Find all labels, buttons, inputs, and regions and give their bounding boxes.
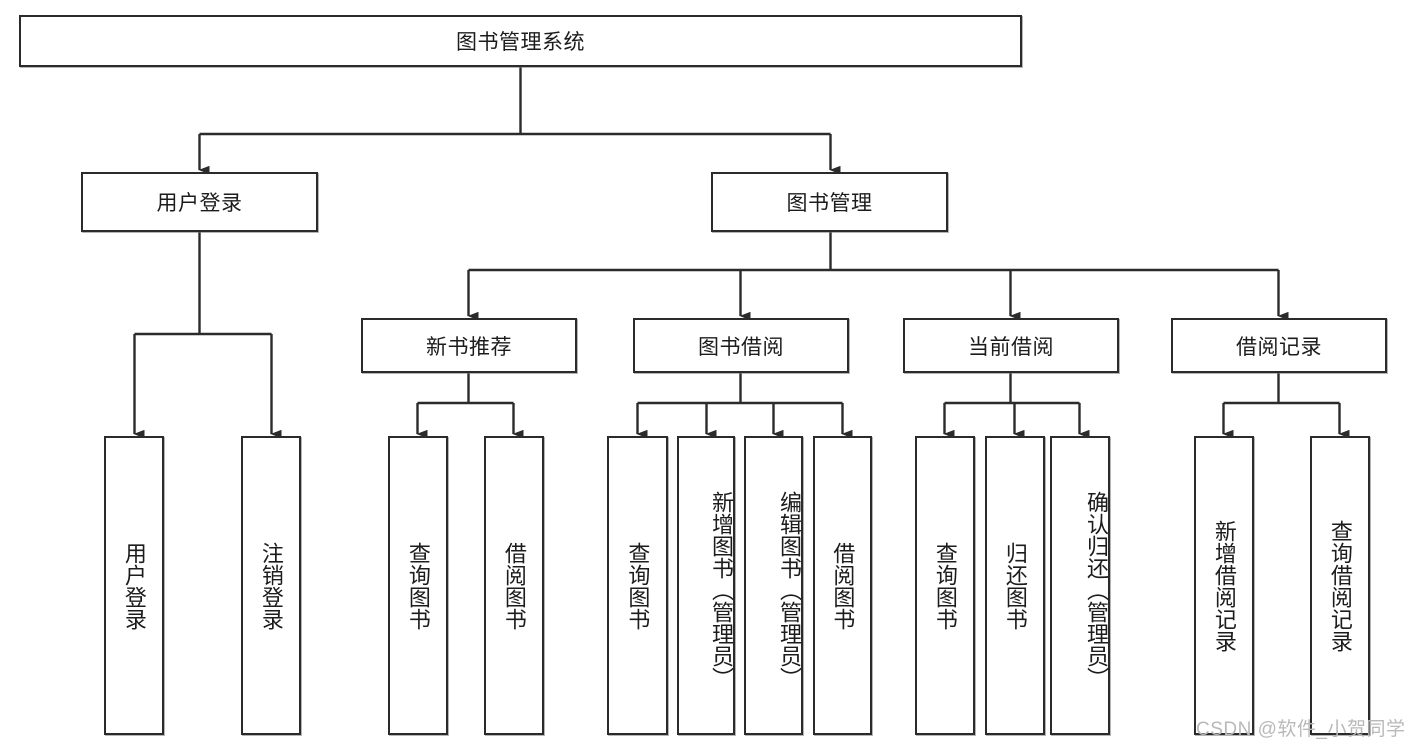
node-label-borrow-record: 借阅记录 xyxy=(1236,335,1322,359)
connector-paths xyxy=(133,67,1350,439)
node-label-book-borrow: 图书借阅 xyxy=(698,335,784,359)
node-label-leaf-query-borrow-record: 查询借阅记录 xyxy=(1327,519,1353,652)
level1-node-user-login[interactable]: 用户登录 xyxy=(81,172,318,232)
node-label-leaf-user-login: 用户登录 xyxy=(121,541,147,630)
leaf-node-leaf-edit-book[interactable]: 编辑图书（管理员） xyxy=(744,436,803,735)
node-label-leaf-borrow-book-2: 借阅图书 xyxy=(830,541,856,630)
level1-node-book-manage[interactable]: 图书管理 xyxy=(711,172,948,232)
leaf-node-leaf-user-login[interactable]: 用户登录 xyxy=(104,436,164,735)
leaf-node-leaf-query-borrow-record[interactable]: 查询借阅记录 xyxy=(1310,436,1370,735)
node-label-leaf-borrow-book-1: 借阅图书 xyxy=(501,541,527,630)
node-label-new-book-recommend: 新书推荐 xyxy=(426,335,512,359)
root-node-root[interactable]: 图书管理系统 xyxy=(19,15,1022,67)
node-label-leaf-query-book-2: 查询图书 xyxy=(625,541,651,630)
leaf-node-leaf-query-book-3[interactable]: 查询图书 xyxy=(915,436,975,735)
node-label-leaf-add-borrow-record: 新增借阅记录 xyxy=(1211,519,1237,652)
node-label-user-login: 用户登录 xyxy=(156,192,243,215)
leaf-node-leaf-return-book[interactable]: 归还图书 xyxy=(985,436,1045,735)
leaf-node-leaf-add-borrow-record[interactable]: 新增借阅记录 xyxy=(1194,436,1254,735)
node-label-leaf-query-book-1: 查询图书 xyxy=(405,541,431,630)
level2-node-new-book-recommend[interactable]: 新书推荐 xyxy=(361,318,577,373)
node-label-root: 图书管理系统 xyxy=(456,31,585,54)
node-label-leaf-edit-book: 编辑图书（管理员） xyxy=(777,490,802,689)
leaf-node-leaf-borrow-book-1[interactable]: 借阅图书 xyxy=(484,436,544,735)
leaf-node-leaf-confirm-return[interactable]: 确认归还（管理员） xyxy=(1050,436,1110,735)
node-label-leaf-query-book-3: 查询图书 xyxy=(932,541,958,630)
node-label-book-manage: 图书管理 xyxy=(786,192,873,215)
node-label-current-borrow: 当前借阅 xyxy=(968,335,1054,359)
watermark-text: CSDN @软件_小贺同学 xyxy=(1196,719,1405,740)
node-label-leaf-add-book: 新增图书（管理员） xyxy=(709,490,734,689)
leaf-node-leaf-logout[interactable]: 注销登录 xyxy=(241,436,301,735)
node-label-leaf-logout: 注销登录 xyxy=(258,541,284,630)
level2-node-current-borrow[interactable]: 当前借阅 xyxy=(903,318,1119,373)
leaf-node-leaf-add-book[interactable]: 新增图书（管理员） xyxy=(677,436,735,735)
leaf-node-leaf-query-book-2[interactable]: 查询图书 xyxy=(607,436,668,735)
leaf-node-leaf-borrow-book-2[interactable]: 借阅图书 xyxy=(813,436,872,735)
node-label-leaf-return-book: 归还图书 xyxy=(1002,541,1028,630)
level2-node-borrow-record[interactable]: 借阅记录 xyxy=(1171,318,1387,373)
node-label-leaf-confirm-return: 确认归还（管理员） xyxy=(1084,490,1109,689)
leaf-node-leaf-query-book-1[interactable]: 查询图书 xyxy=(388,436,448,735)
level2-node-book-borrow[interactable]: 图书借阅 xyxy=(633,318,849,373)
